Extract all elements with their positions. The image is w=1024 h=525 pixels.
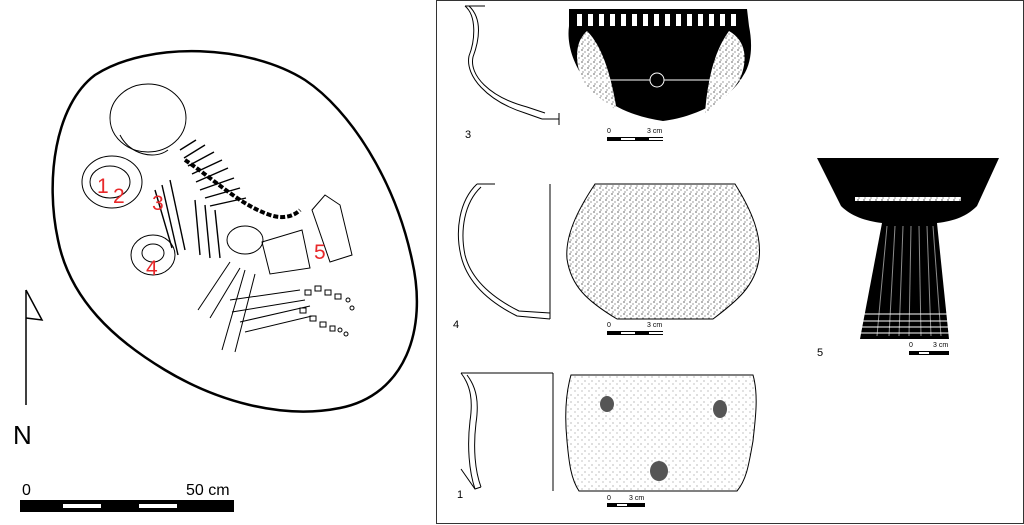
burial-plan-panel: 1 2 3 4 5 N 0 50 cm — [0, 0, 436, 524]
vessel-3-scale-end: 3 cm — [647, 128, 663, 135]
vessel-1-knobs — [600, 396, 727, 481]
vessel-1-scale-start: 0 — [607, 495, 611, 502]
find-label-2: 2 — [113, 185, 125, 208]
foot-bones — [299, 285, 355, 337]
find-label-4: 4 — [146, 257, 158, 280]
plan-vessel-5 — [261, 229, 311, 275]
vessel-5-scale-start: 0 — [909, 342, 913, 349]
plan-scale-end: 50 cm — [186, 482, 230, 499]
vessel-3-profile — [464, 5, 560, 125]
plan-scale-start: 0 — [22, 482, 31, 499]
vessel-5-scale-end: 3 cm — [933, 342, 949, 349]
vessel-1-number: 1 — [457, 489, 464, 501]
vessel-3-scale-start: 0 — [607, 128, 611, 135]
plan-vessel-1-2 — [81, 155, 143, 209]
vessel-5-number: 5 — [817, 347, 824, 359]
vessel-3-exterior — [568, 9, 752, 121]
vessel-1-profile — [460, 372, 554, 491]
plan-vessel-4 — [130, 234, 176, 276]
burial-plan-drawing — [20, 49, 419, 512]
vessel-4-profile — [457, 183, 551, 320]
vessel-1-scale-bar — [607, 503, 645, 507]
vessel-drawings — [457, 5, 999, 507]
find-label-5: 5 — [314, 241, 326, 264]
plan-scale-bar — [20, 500, 234, 512]
vessel-5-scale-bar — [909, 351, 949, 355]
ribs — [154, 139, 247, 259]
vessel-3-scale-bar — [607, 137, 663, 141]
skull — [109, 83, 187, 153]
grave-pit-outline — [51, 49, 419, 413]
vessel-4-number: 4 — [453, 319, 460, 331]
north-arrow — [25, 289, 44, 405]
vessel-5-exterior — [817, 158, 999, 339]
find-label-1: 1 — [97, 175, 109, 198]
find-label-3: 3 — [152, 192, 164, 215]
vessel-4-exterior — [566, 183, 761, 320]
vessel-4-scale-start: 0 — [607, 322, 611, 329]
vessel-1-scale-end: 3 cm — [629, 495, 645, 502]
north-label: N — [13, 420, 32, 450]
vessel-4-scale-bar — [607, 331, 663, 335]
vessel-3-number: 3 — [465, 129, 472, 141]
leg-bones — [197, 261, 313, 353]
vessel-drawings-panel: 3 4 1 5 0 3 cm 0 3 cm 0 3 cm 0 3 cm — [436, 0, 1024, 524]
vessel-4-scale-end: 3 cm — [647, 322, 663, 329]
